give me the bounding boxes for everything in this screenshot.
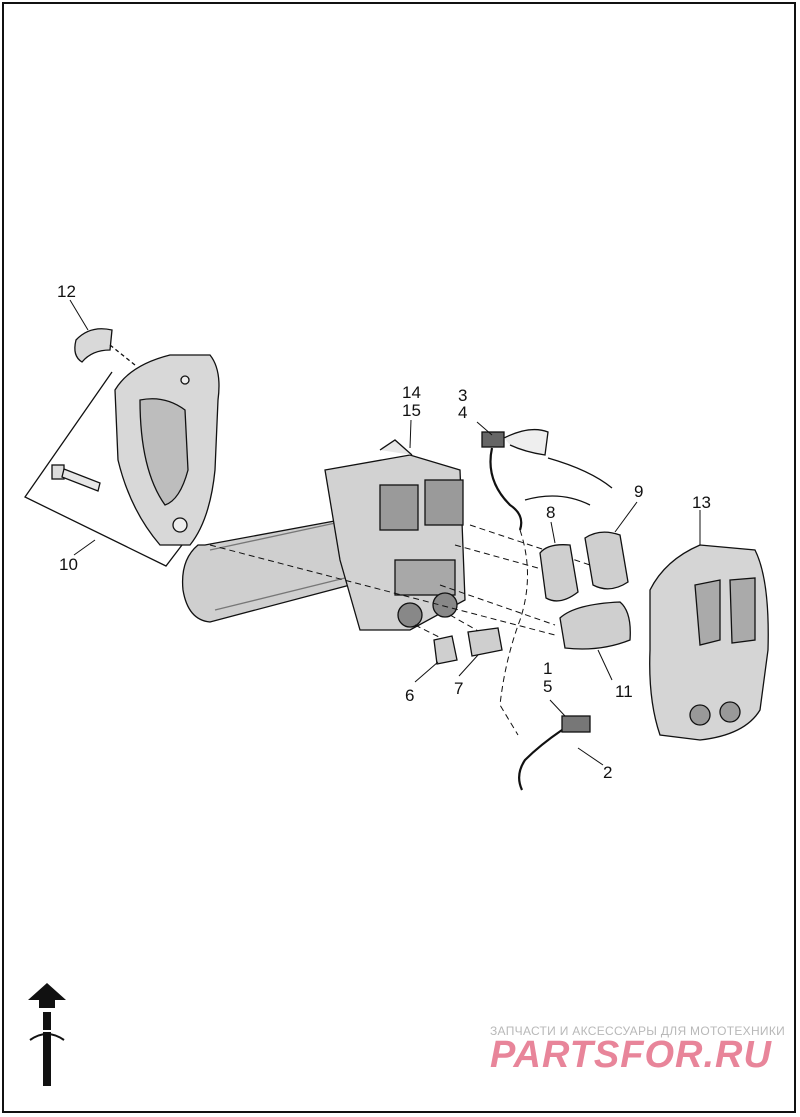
callout-11: 11 [615,682,633,701]
switch-assembly [324,439,466,631]
callout-8: 8 [546,503,556,522]
callout-13: 13 [692,493,711,512]
button-6 [433,635,458,665]
callout-3: 3 [458,386,468,405]
housing-screw [51,464,101,492]
watermark-brand: PARTSFOR.RU [490,1034,772,1076]
watermark-tagline: ЗАПЧАСТИ И АКСЕССУАРЫ ДЛЯ МОТОТЕХНИКИ [490,1024,786,1038]
lower-switch-housing [114,354,220,546]
callout-7: 7 [454,679,464,698]
callout-1: 1 [543,659,553,678]
button-9 [584,531,629,590]
front-direction-arrow-icon [28,983,66,1008]
callout-12: 12 [57,282,76,301]
clip-part [74,328,113,363]
button-8 [539,544,579,602]
connector-bottom [518,715,591,791]
callout-10: 10 [59,555,78,574]
callout-5: 5 [543,677,553,696]
upper-switch-housing [649,544,769,741]
callout-9: 9 [634,482,644,501]
callout-15: 15 [402,401,421,420]
callout-4: 4 [458,403,468,422]
callout-2: 2 [603,763,613,782]
callout-14: 14 [402,383,421,402]
motorcycle-topview-icon [29,1012,65,1086]
button-11 [559,601,631,650]
bracket-10 [24,371,183,567]
button-7 [467,627,503,657]
connector-top [481,428,549,531]
callout-6: 6 [405,686,415,705]
callout-leaders [69,299,701,766]
handlebar-grip [181,519,351,623]
